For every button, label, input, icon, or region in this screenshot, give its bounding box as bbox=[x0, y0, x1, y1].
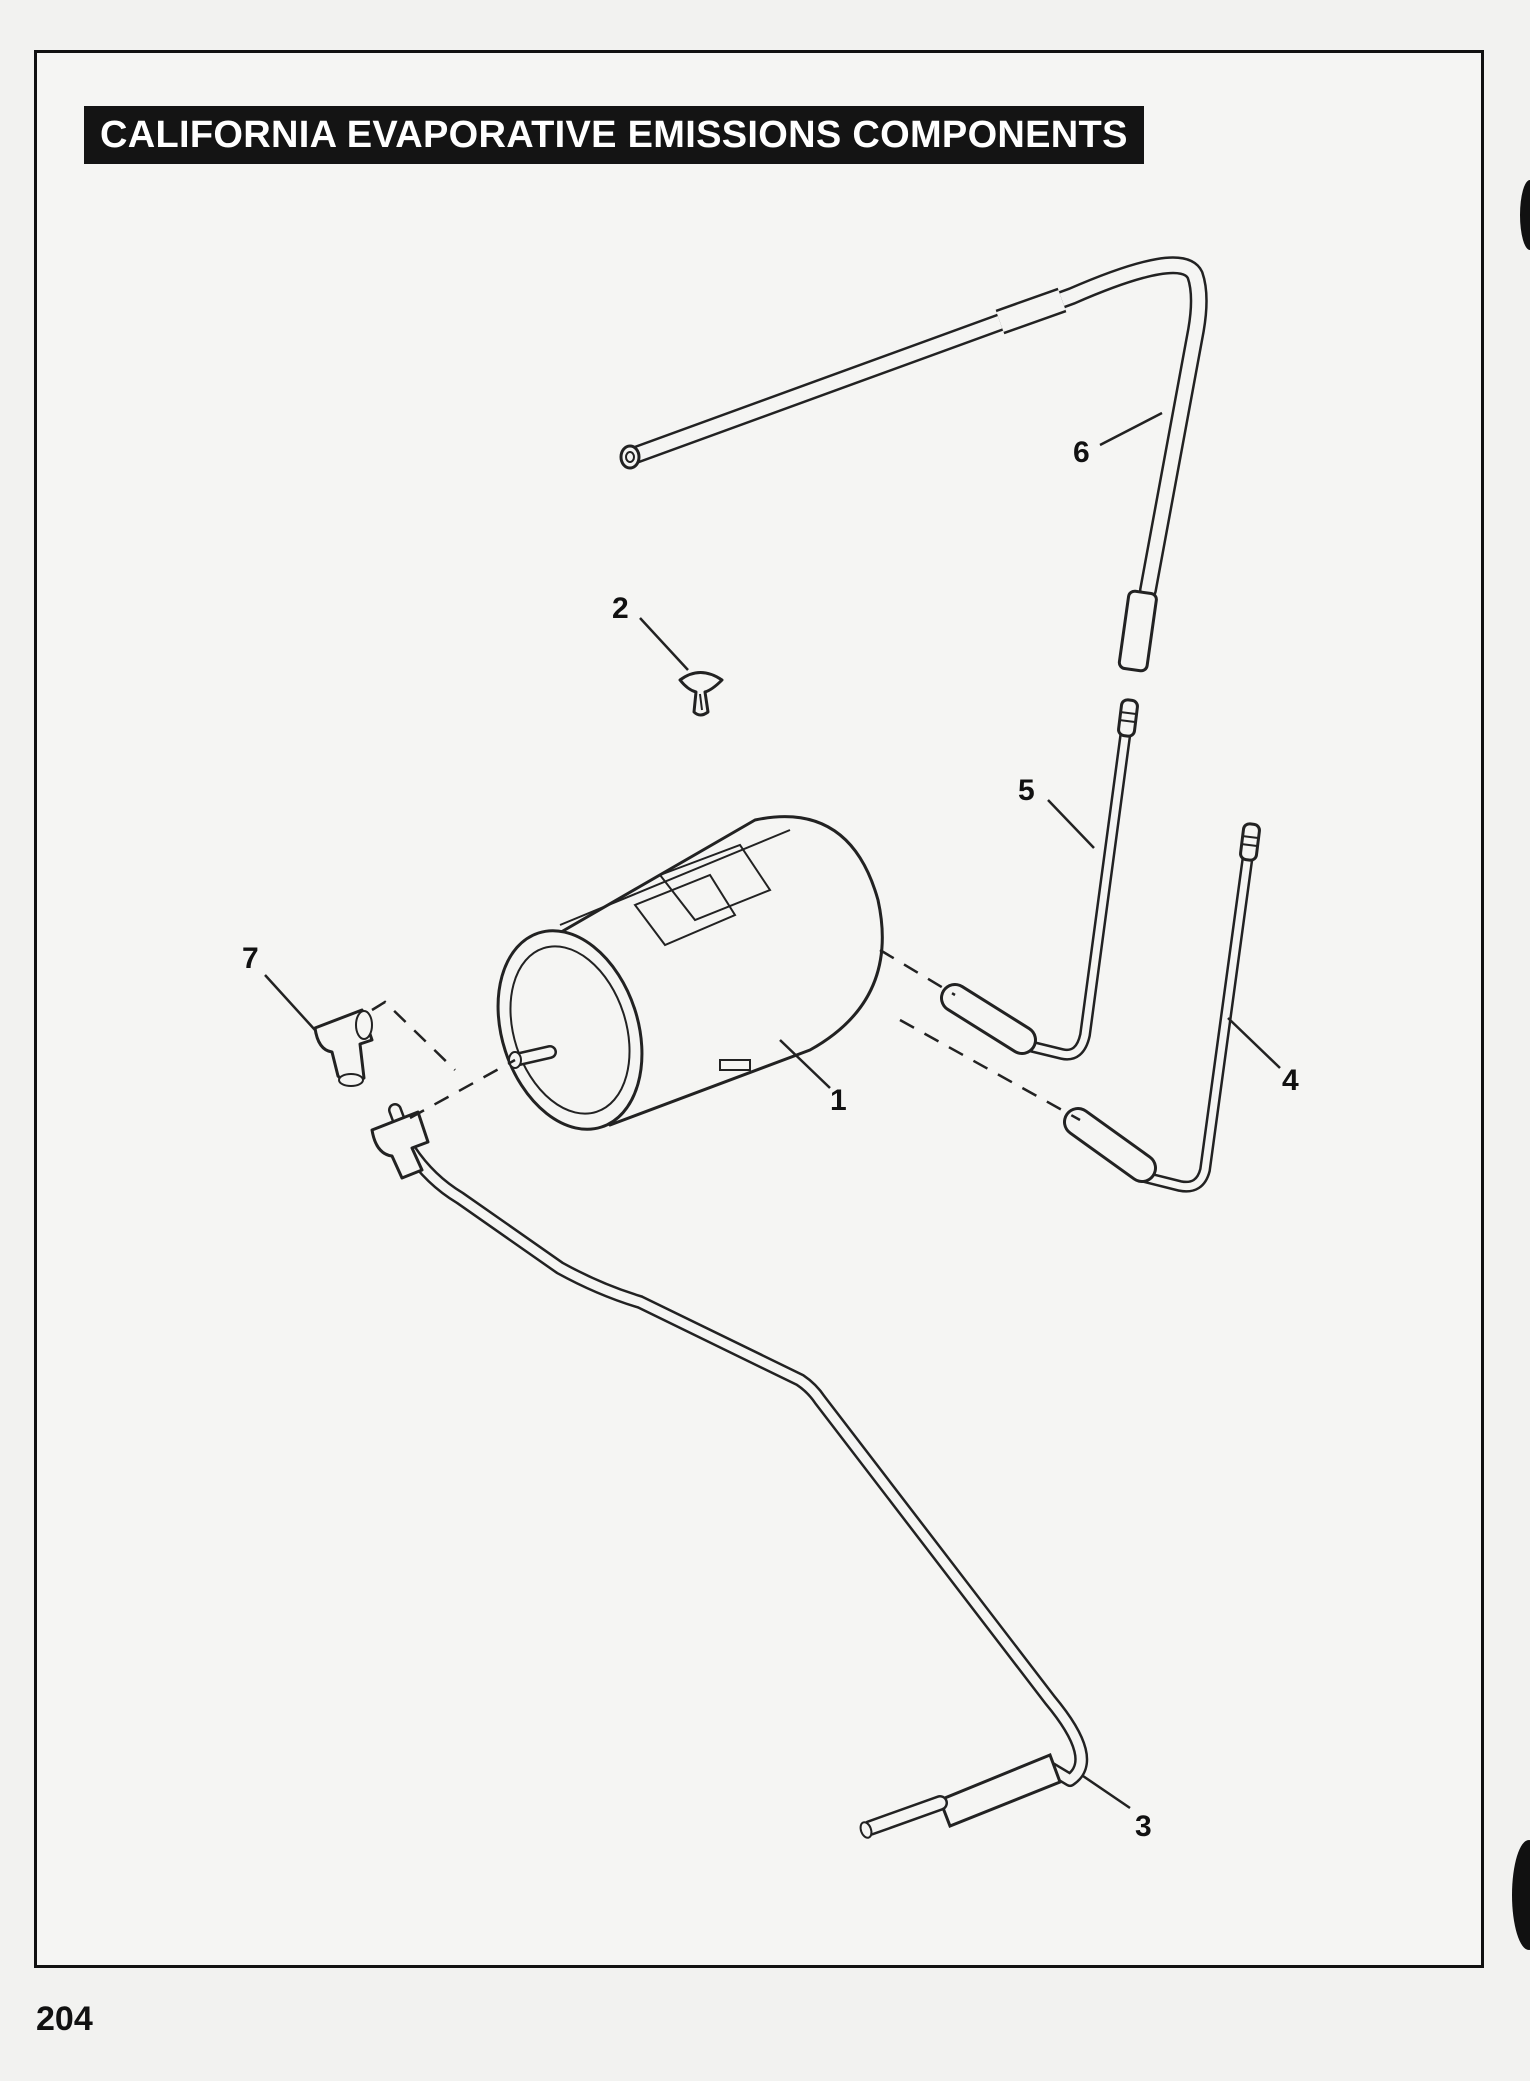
clip-part-2 bbox=[678, 671, 724, 717]
callout-1: 1 bbox=[830, 1084, 847, 1117]
callout-2: 2 bbox=[612, 592, 629, 625]
elbow-part-7 bbox=[313, 1008, 374, 1087]
callout-5: 5 bbox=[1018, 774, 1035, 807]
alignment-lines bbox=[371, 948, 1081, 1122]
vent-hose-part-6 bbox=[619, 256, 1208, 673]
canister-part-1 bbox=[496, 815, 884, 1131]
diagram-title: CALIFORNIA EVAPORATIVE EMISSIONS COMPONE… bbox=[84, 106, 1144, 164]
edge-tab-mark-bottom bbox=[1512, 1840, 1530, 1950]
leader-lines bbox=[264, 411, 1281, 1810]
callout-4: 4 bbox=[1282, 1064, 1299, 1097]
page-number: 204 bbox=[36, 2000, 93, 2038]
callout-7: 7 bbox=[242, 942, 259, 975]
callout-6: 6 bbox=[1073, 436, 1090, 469]
hose-part-3 bbox=[370, 1103, 1089, 1839]
callout-3: 3 bbox=[1135, 1810, 1152, 1843]
edge-tab-mark-top bbox=[1520, 180, 1530, 250]
hose-part-5 bbox=[940, 698, 1139, 1061]
hose-part-4 bbox=[1063, 822, 1261, 1193]
